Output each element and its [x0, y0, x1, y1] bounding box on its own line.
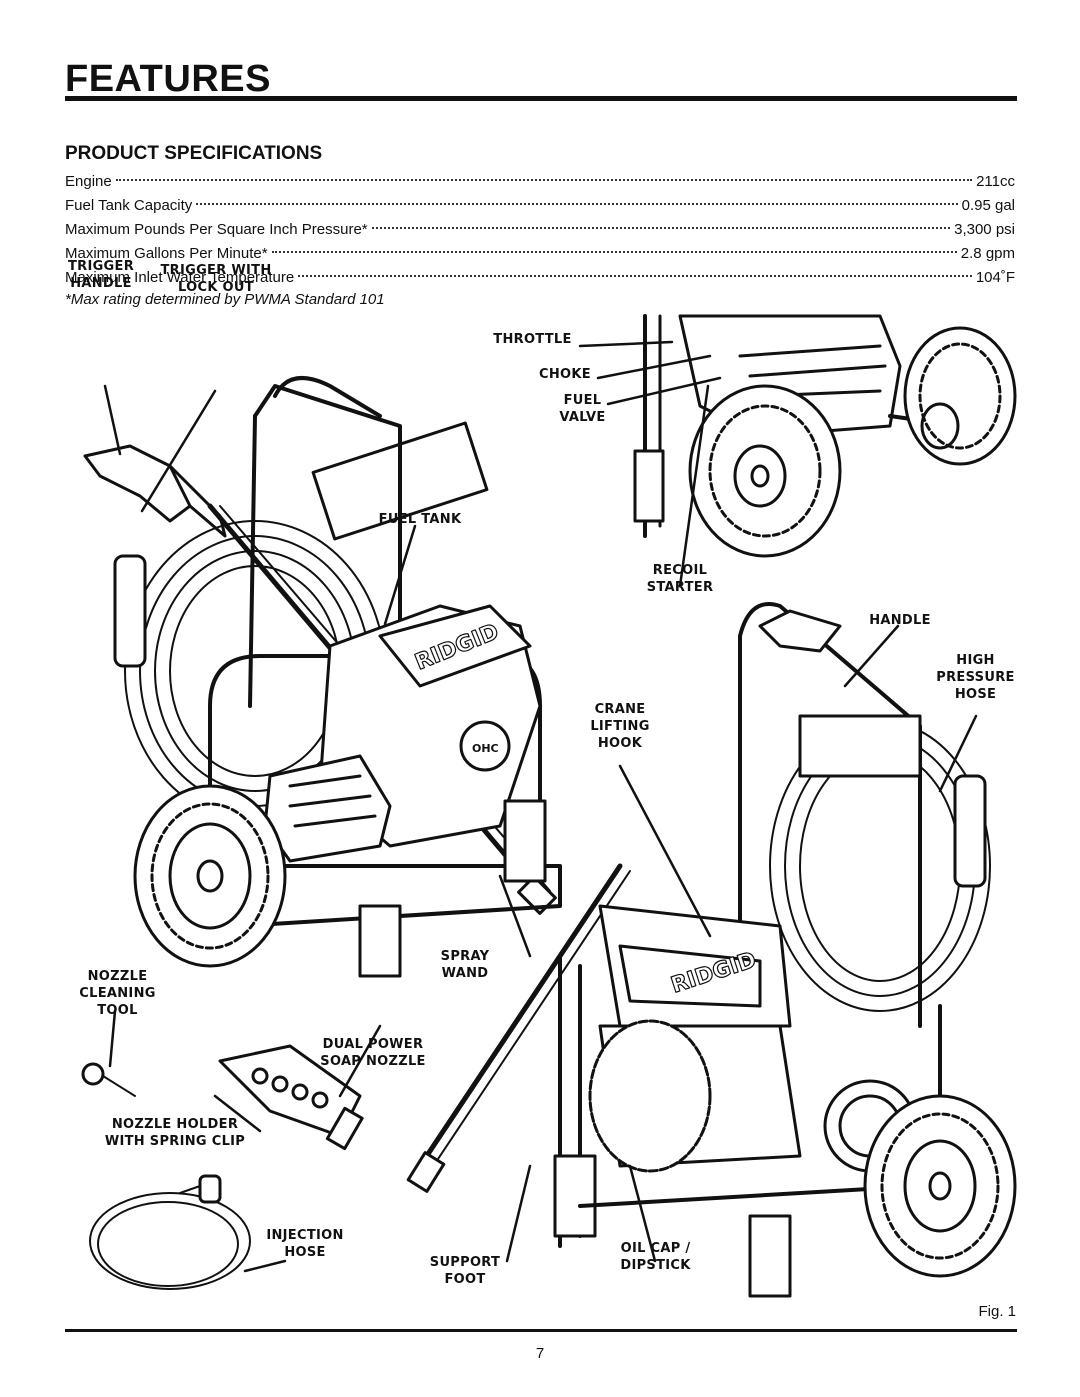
- engine-badge: OHC: [472, 742, 499, 755]
- spec-row: Engine 211cc: [65, 170, 1015, 194]
- spec-value: 211cc: [976, 173, 1015, 190]
- wheel-rear: [863, 1094, 1017, 1278]
- dot-leader: [371, 227, 951, 229]
- callout-recoil-starter: RECOIL STARTER: [646, 563, 714, 595]
- spec-label: Maximum Pounds Per Square Inch Pressure*: [65, 221, 368, 238]
- title-rule: [65, 96, 1017, 101]
- callout-support-foot: SUPPORT FOOT: [429, 1255, 501, 1287]
- spec-label: Engine: [65, 173, 112, 190]
- callout-fuel-tank: FUEL TANK: [378, 512, 462, 527]
- callout-trigger-lockout: TRIGGER WITH LOCK OUT: [160, 263, 272, 295]
- spec-row: Fuel Tank Capacity 0.95 gal: [65, 194, 1015, 218]
- callout-throttle: THROTTLE: [493, 332, 572, 347]
- spec-row: Maximum Inlet Water Temperature 104˚F: [65, 266, 1015, 290]
- spec-list: Engine 211cc Fuel Tank Capacity 0.95 gal…: [65, 170, 1015, 290]
- callout-crane-lifting-hook: CRANE LIFTING HOOK: [590, 702, 650, 751]
- page-number: 7: [535, 1345, 545, 1362]
- spec-value: 104˚F: [975, 269, 1015, 286]
- callout-dual-power-soap-nozzle: DUAL POWER SOAP NOZZLE: [320, 1037, 426, 1069]
- callout-oil-cap-dipstick: OIL CAP / DIPSTICK: [620, 1241, 691, 1273]
- spec-value: 2.8 gpm: [960, 245, 1015, 262]
- callout-injection-hose: INJECTION HOSE: [266, 1228, 344, 1260]
- spec-label: Maximum Inlet Water Temperature: [65, 269, 295, 286]
- accessories: [81, 1044, 364, 1290]
- dot-leader: [196, 203, 958, 205]
- callout-nozzle-cleaning-tool: NOZZLE CLEANING TOOL: [79, 969, 156, 1018]
- callout-spray-wand: SPRAY WAND: [440, 949, 490, 981]
- spec-footnote: *Max rating determined by PWMA Standard …: [65, 291, 385, 308]
- spec-label: Fuel Tank Capacity: [65, 197, 193, 214]
- engine-side-inset: [633, 314, 1017, 558]
- bottom-rule: [65, 1329, 1017, 1332]
- callout-handle: HANDLE: [869, 613, 931, 628]
- callout-choke: CHOKE: [539, 367, 591, 382]
- dot-leader: [115, 179, 973, 181]
- figure-label: Fig. 1: [978, 1303, 1016, 1320]
- callout-nozzle-holder: NOZZLE HOLDER WITH SPRING CLIP: [104, 1117, 246, 1149]
- pressure-washer-illustration: RIDGID OHC: [81, 314, 1017, 1298]
- dot-leader: [271, 251, 957, 253]
- section-title: PRODUCT SPECIFICATIONS: [65, 143, 323, 164]
- callout-high-pressure-hose: HIGH PRESSURE HOSE: [936, 653, 1015, 702]
- spec-label: Maximum Gallons Per Minute*: [65, 245, 268, 262]
- spec-row: Maximum Pounds Per Square Inch Pressure*…: [65, 218, 1015, 242]
- spec-value: 3,300 psi: [954, 221, 1015, 238]
- unit-rear-view: RIDGID: [406, 602, 1017, 1298]
- leader-lines: [103, 340, 978, 1273]
- page-title: FEATURES: [65, 58, 271, 100]
- callout-fuel-valve: FUEL VALVE: [559, 393, 606, 425]
- spec-row: Maximum Gallons Per Minute* 2.8 gpm: [65, 242, 1015, 266]
- dot-leader: [298, 275, 972, 277]
- unit-front-view: RIDGID OHC: [83, 376, 562, 978]
- pressure-washer-figure: RIDGID OHC: [60, 259, 1020, 1316]
- wheel: [133, 784, 287, 968]
- spec-value: 0.95 gal: [961, 197, 1015, 214]
- callout-trigger-handle: TRIGGER HANDLE: [67, 259, 135, 291]
